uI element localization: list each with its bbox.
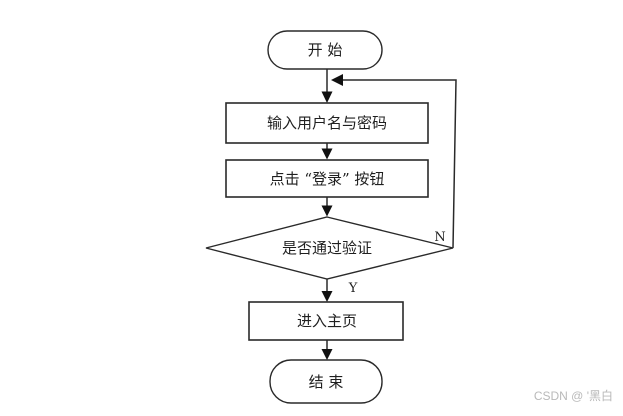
start-node	[267, 30, 383, 70]
start-node-label: 开 始	[308, 41, 343, 59]
arrowhead-into-decision	[321, 205, 333, 217]
end-node	[269, 359, 383, 404]
no-branch-label: N	[434, 230, 445, 245]
arrowhead-into-login	[321, 148, 333, 160]
input-credentials-node	[225, 102, 429, 144]
yes-branch-label: Y	[348, 281, 358, 296]
click-login-label: 点击 “登录” 按钮	[270, 170, 385, 188]
enter-homepage-label: 进入主页	[297, 312, 357, 330]
input-credentials-label: 输入用户名与密码	[267, 114, 387, 132]
arrowhead-into-input	[321, 91, 333, 103]
end-node-label: 结 束	[309, 373, 344, 391]
csdn-watermark: CSDN @ '黑白	[534, 388, 613, 403]
arrowhead-into-end	[321, 349, 333, 360]
arrowhead-loopback-left	[331, 74, 343, 86]
enter-homepage-node	[248, 301, 404, 341]
click-login-node	[225, 159, 429, 198]
arrowhead-into-homepage	[321, 291, 333, 302]
verify-decision-node	[205, 216, 454, 280]
verify-decision-label: 是否通过验证	[282, 239, 372, 257]
edge-no-loopback	[342, 79, 457, 249]
